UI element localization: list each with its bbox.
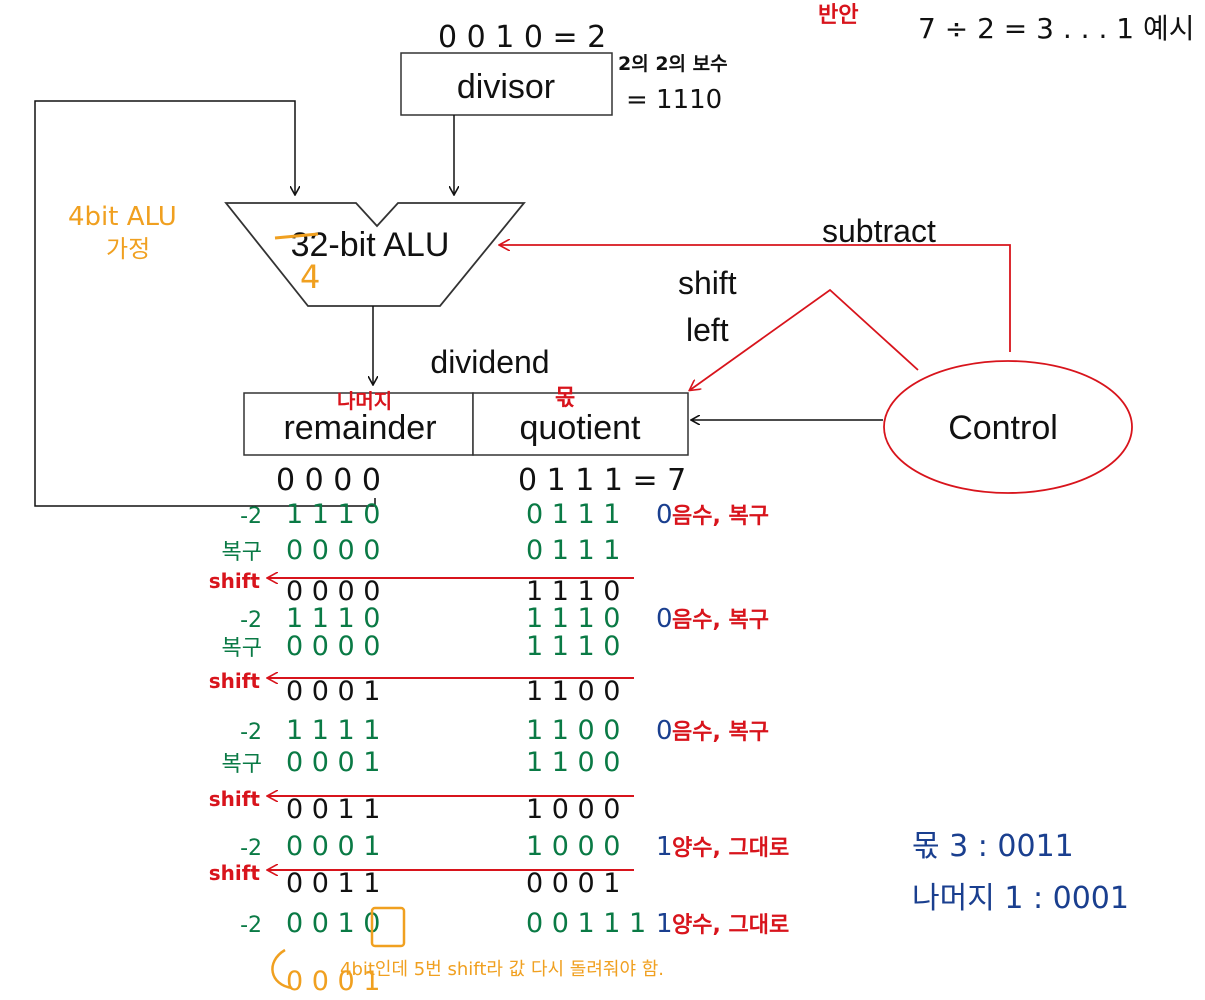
trace-note: 음수, 복구 (672, 720, 769, 745)
example-tag: 반안 (818, 3, 858, 28)
divisor-label: divisor (457, 68, 555, 106)
trace-flag: 0 (656, 500, 673, 530)
trace-op: 복구 (222, 540, 262, 565)
alu-shape (224, 202, 526, 307)
footnote: 4bit인데 5번 shift라 값 다시 돌려줘야 함. (340, 959, 664, 980)
trace-quotient: 1 1 0 0 (526, 676, 620, 707)
alu-assumption-note-2: 가정 (106, 235, 150, 263)
example-text: 7 ÷ 2 = 3 . . . 1 예시 (918, 12, 1195, 45)
trace-op: 복구 (222, 636, 262, 661)
quotient-label: quotient (520, 409, 642, 447)
trace-quotient: 1 0 0 0 (526, 831, 620, 862)
trace-note: 음수, 복구 (672, 504, 769, 529)
trace-remainder: 0 0 0 0 (286, 576, 380, 607)
trace-quotient: 0 1 1 1 (526, 499, 620, 530)
trace-quotient: 1 1 0 0 (526, 747, 620, 778)
dividend-label: dividend (430, 344, 549, 380)
trace-flag: 0 (656, 604, 673, 634)
feedback-loop-arrow (34, 100, 376, 507)
trace-op: -2 (240, 836, 262, 861)
twos-complement-note: 2의 2의 보수 (618, 53, 728, 75)
trace-remainder: 0 0 0 0 (286, 631, 380, 662)
trace-op: -2 (240, 913, 262, 938)
shift-left-label-2: left (686, 312, 729, 348)
divisor-value-note: 0 0 1 0 = 2 (438, 20, 606, 55)
trace-quotient: 1 1 1 0 (526, 576, 620, 607)
trace-op: -2 (240, 504, 262, 529)
trace-op: shift (209, 861, 261, 885)
remainder-label: remainder (283, 409, 436, 447)
trace-remainder: 1 1 1 0 (286, 603, 380, 634)
alu-assumption-note: 4bit ALU (68, 202, 177, 232)
trace-quotient: 1 0 0 0 (526, 794, 620, 825)
trace-flag: 0 (656, 716, 673, 746)
trace-remainder: 0 0 1 0 (286, 908, 380, 939)
subtract-label: subtract (822, 213, 936, 249)
result-remainder: 나머지 1 : 0001 (912, 881, 1129, 916)
trace-remainder: 0 0 0 0 (286, 535, 380, 566)
twos-complement-value: = 1110 (626, 85, 722, 115)
shift-left-signal-arrow (690, 288, 919, 390)
trace-op: 복구 (222, 752, 262, 777)
remainder-korean-note: 나머지 (337, 389, 392, 413)
trace-remainder: 0 0 0 1 (286, 966, 380, 997)
trace-flag: 1 (656, 909, 673, 939)
final-bit-highlight (370, 906, 406, 948)
trace-op: shift (209, 669, 261, 693)
shift-left-label: shift (678, 265, 737, 301)
trace-op: shift (209, 569, 261, 593)
trace-quotient: 1 1 1 0 (526, 603, 620, 634)
quotient-box (472, 392, 689, 456)
result-quotient: 몫 3 : 0011 (912, 829, 1074, 864)
initial-remainder: 0 0 0 0 (276, 463, 381, 498)
trace-remainder: 0 0 0 1 (286, 676, 380, 707)
trace-note: 음수, 복구 (672, 608, 769, 633)
alu-correction: 4 (300, 258, 320, 296)
alu-strike (274, 232, 319, 240)
trace-note: 양수, 그대로 (672, 913, 789, 938)
trace-remainder: 0 0 1 1 (286, 794, 380, 825)
trace-op: -2 (240, 608, 262, 633)
trace-note: 양수, 그대로 (672, 836, 789, 861)
control-label: Control (948, 409, 1058, 447)
divisor-box (400, 52, 613, 116)
trace-remainder: 1 1 1 1 (286, 715, 380, 746)
footnote-curl (271, 948, 293, 990)
control-ellipse (883, 360, 1133, 494)
trace-quotient: 0 1 1 1 (526, 535, 620, 566)
alu-label: 32-bit ALU (291, 226, 450, 264)
trace-op: -2 (240, 720, 262, 745)
trace-remainder: 0 0 1 1 (286, 868, 380, 899)
trace-remainder: 0 0 0 1 (286, 831, 380, 862)
trace-remainder: 0 0 0 1 (286, 747, 380, 778)
trace-quotient: 0 0 0 1 (526, 868, 620, 899)
quotient-korean-note: 몫 (555, 386, 575, 411)
trace-op: shift (209, 787, 261, 811)
subtract-signal-arrow (500, 245, 1011, 352)
trace-quotient: 1 1 1 0 (526, 631, 620, 662)
initial-quotient: 0 1 1 1 = 7 (518, 463, 686, 498)
trace-remainder: 1 1 1 0 (286, 499, 380, 530)
trace-flag: 1 (656, 832, 673, 862)
trace-quotient: 0 0 1 1 1 (526, 908, 646, 939)
trace-quotient: 1 1 0 0 (526, 715, 620, 746)
